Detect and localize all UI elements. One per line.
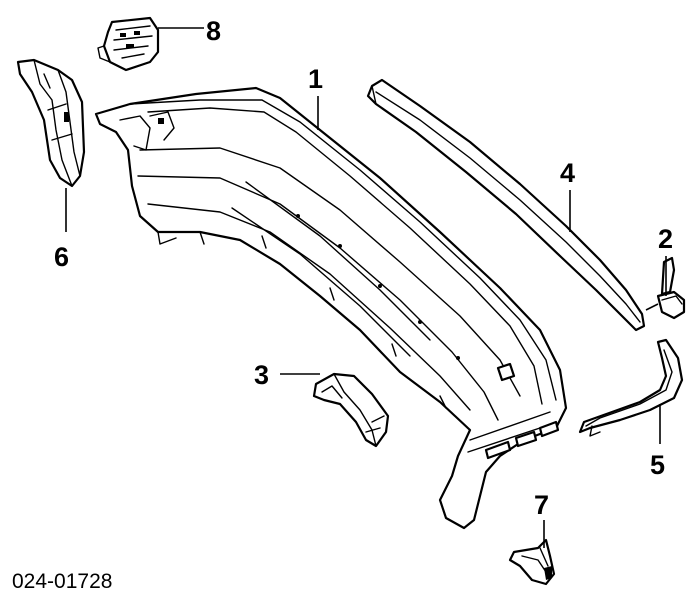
part-3-inner-bracket xyxy=(280,372,390,448)
part-6-side-bracket xyxy=(16,58,86,232)
callout-7: 7 xyxy=(534,490,549,520)
callout-4: 4 xyxy=(560,158,575,188)
callout-1: 1 xyxy=(308,64,323,94)
part-7-small-bracket xyxy=(508,520,556,586)
part-5-lower-trim xyxy=(578,338,684,444)
part-2-clip xyxy=(645,256,686,320)
part-8-bracket xyxy=(97,16,204,72)
callout-8: 8 xyxy=(206,16,221,46)
callout-3: 3 xyxy=(254,360,269,390)
callout-5: 5 xyxy=(650,450,665,480)
part-4-upper-strip xyxy=(366,78,646,332)
callout-2: 2 xyxy=(658,224,673,254)
part-1-bumper-cover xyxy=(94,86,568,530)
document-number: 024-01728 xyxy=(12,570,112,593)
callout-6: 6 xyxy=(54,242,69,272)
